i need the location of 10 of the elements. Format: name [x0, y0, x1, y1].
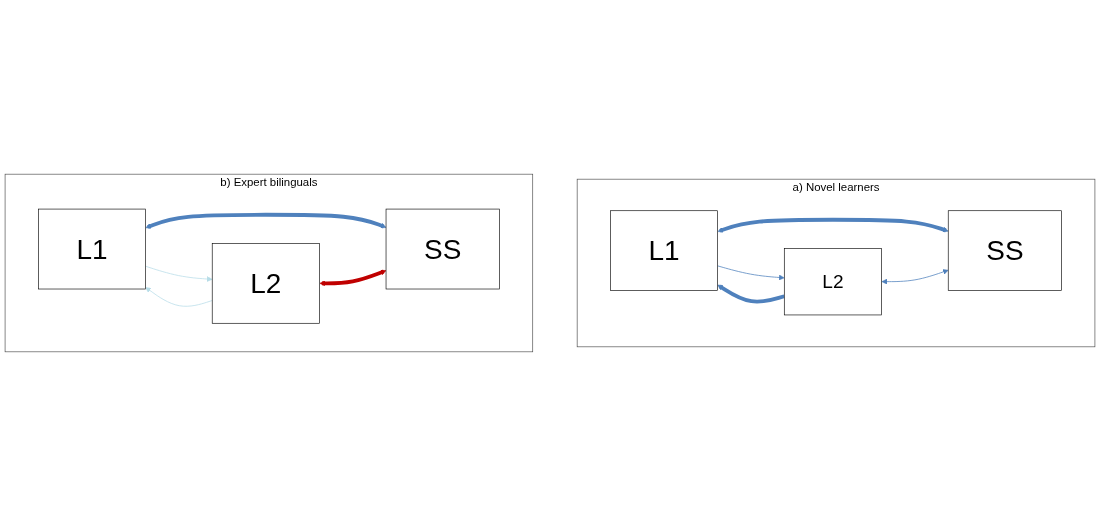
arrow	[319, 269, 387, 287]
node-box: L1	[38, 208, 146, 290]
node-box: L2	[783, 248, 882, 316]
node-box: L2	[211, 243, 320, 324]
node-box: L1	[610, 210, 718, 291]
node-box: SS	[947, 210, 1062, 291]
node-box: SS	[385, 208, 500, 290]
arrow	[717, 284, 785, 304]
arrow	[145, 212, 387, 229]
arrow	[717, 217, 949, 233]
